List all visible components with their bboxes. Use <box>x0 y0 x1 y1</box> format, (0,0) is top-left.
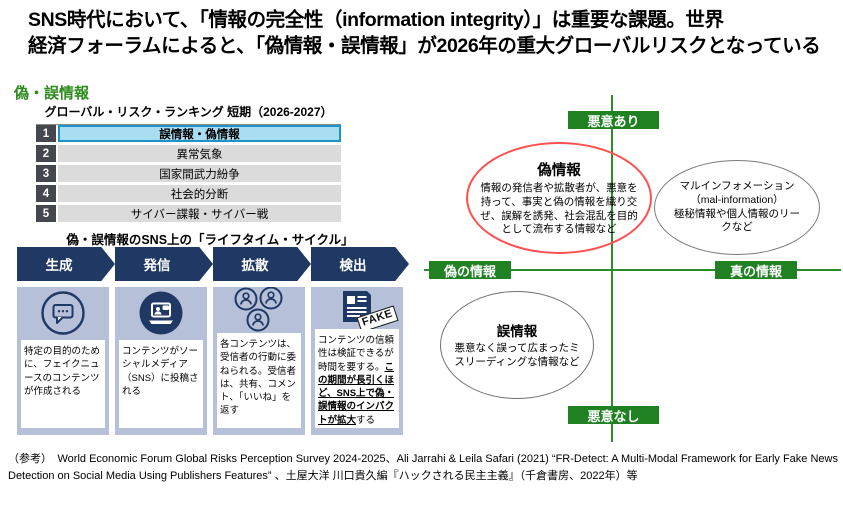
table-row: 2 異常気象 <box>36 145 341 162</box>
page-title-line2: 経済フォーラムによると、「偽情報・誤情報」が2026年の重大グローバルリスクとな… <box>28 34 821 57</box>
malinformation-ellipse: マルインフォメーション （mal-information） 極秘情報や個人情報の… <box>654 160 820 255</box>
malinformation-subtitle: （mal-information） <box>690 193 784 206</box>
rank-label: サイバー諜報・サイバー戦 <box>58 205 341 222</box>
truth-axis-line <box>424 269 841 271</box>
misinformation-body: 悪意なく誤って広まったミスリーディングな情報など <box>454 342 580 368</box>
disinformation-title: 偽情報 <box>537 163 581 180</box>
stage-arrow-publication: 発信 <box>115 247 213 281</box>
ranking-title: グローバル・リスク・ランキング 短期（2026-2027） <box>36 103 341 125</box>
stage-card-diffusion: 各コンテンツは、受信者の行動に委ねられる。受信者は、共有、コメント、「いいね」を… <box>213 287 305 435</box>
stage-arrow-diffusion: 拡散 <box>213 247 311 281</box>
stage-card-generation: 特定の目的のために、フェイクニュースのコンテンツが作成される <box>17 287 109 435</box>
table-row: 4 社会的分断 <box>36 185 341 202</box>
stage-description: 各コンテンツは、受信者の行動に委ねられる。受信者は、共有、コメント、「いいね」を… <box>217 333 301 428</box>
malinformation-body: 極秘情報や個人情報のリークなど <box>674 207 800 234</box>
table-row: 1 誤情報・偽情報 <box>36 125 341 142</box>
fake-news-icon: FAKE <box>311 287 403 333</box>
stage-description-tail: する <box>356 414 376 426</box>
page-title-line1: SNS時代において、「情報の完全性（information integrity）… <box>28 9 724 31</box>
rank-number: 3 <box>36 165 56 182</box>
laptop-broadcast-icon <box>115 287 207 339</box>
lifecycle-title: 偽・誤情報のSNS上の「ライフタイム・サイクル」 <box>66 233 354 247</box>
stage-card-detection: FAKE コンテンツの信頼性は検証できるが時間を要する。この期間が長引くほど、S… <box>311 287 403 435</box>
malice-axis-line <box>611 95 613 442</box>
table-row: 5 サイバー諜報・サイバー戦 <box>36 205 341 222</box>
rank-number: 5 <box>36 205 56 222</box>
stage-card-publication: コンテンツがソーシャルメディア（SNS）に投稿される <box>115 287 207 435</box>
axis-label-malicious: 悪意あり <box>568 111 659 129</box>
rank-label: 社会的分断 <box>58 185 341 202</box>
axis-label-non-malicious: 悪意なし <box>568 406 659 424</box>
stage-description: 特定の目的のために、フェイクニュースのコンテンツが作成される <box>21 340 105 428</box>
reference-note: （参考） World Economic Forum Global Risks P… <box>8 453 838 482</box>
table-row: 3 国家間武力紛争 <box>36 165 341 182</box>
disinformation-ellipse: 偽情報 情報の発信者や拡散者が、悪意を持って、事実と偽の情報を織り交ぜ、誤解を誘… <box>466 142 652 254</box>
stage-description-normal: コンテンツの信頼性は検証できるが時間を要する。 <box>318 335 395 373</box>
stage-description: コンテンツの信頼性は検証できるが時間を要する。この期間が長引くほど、SNS上で偽… <box>315 329 399 428</box>
stage-arrow-generation: 生成 <box>17 247 115 281</box>
axis-label-false-info: 偽の情報 <box>429 261 511 279</box>
misinformation-title: 誤情報 <box>496 324 538 340</box>
rank-number: 4 <box>36 185 56 202</box>
rank-number: 2 <box>36 145 56 162</box>
rank-label: 国家間武力紛争 <box>58 165 341 182</box>
section-heading: 偽・誤情報 <box>14 85 90 102</box>
rank-label: 異常気象 <box>58 145 341 162</box>
stage-arrow-detection: 検出 <box>311 247 409 281</box>
people-icon <box>213 287 305 333</box>
stage-description: コンテンツがソーシャルメディア（SNS）に投稿される <box>119 340 203 428</box>
rank-number: 1 <box>36 125 56 142</box>
axis-label-true-info: 真の情報 <box>715 261 797 279</box>
page-title: SNS時代において、「情報の完全性（information integrity）… <box>28 8 830 59</box>
disinformation-body: 情報の発信者や拡散者が、悪意を持って、事実と偽の情報を織り交ぜ、誤解を誘発、社会… <box>480 182 638 236</box>
global-risk-ranking-table: 1 誤情報・偽情報 2 異常気象 3 国家間武力紛争 4 社会的分断 5 サイバ… <box>36 125 341 225</box>
rank-label: 誤情報・偽情報 <box>58 125 341 142</box>
stage-description-emphasis: この期間が長引くほど、SNS上で偽・誤情報のインパクトが拡大 <box>318 361 395 426</box>
misinformation-ellipse: 誤情報 悪意なく誤って広まったミスリーディングな情報など <box>440 291 594 399</box>
malinformation-title: マルインフォメーション <box>679 180 795 193</box>
speech-bubble-icon <box>17 287 109 339</box>
